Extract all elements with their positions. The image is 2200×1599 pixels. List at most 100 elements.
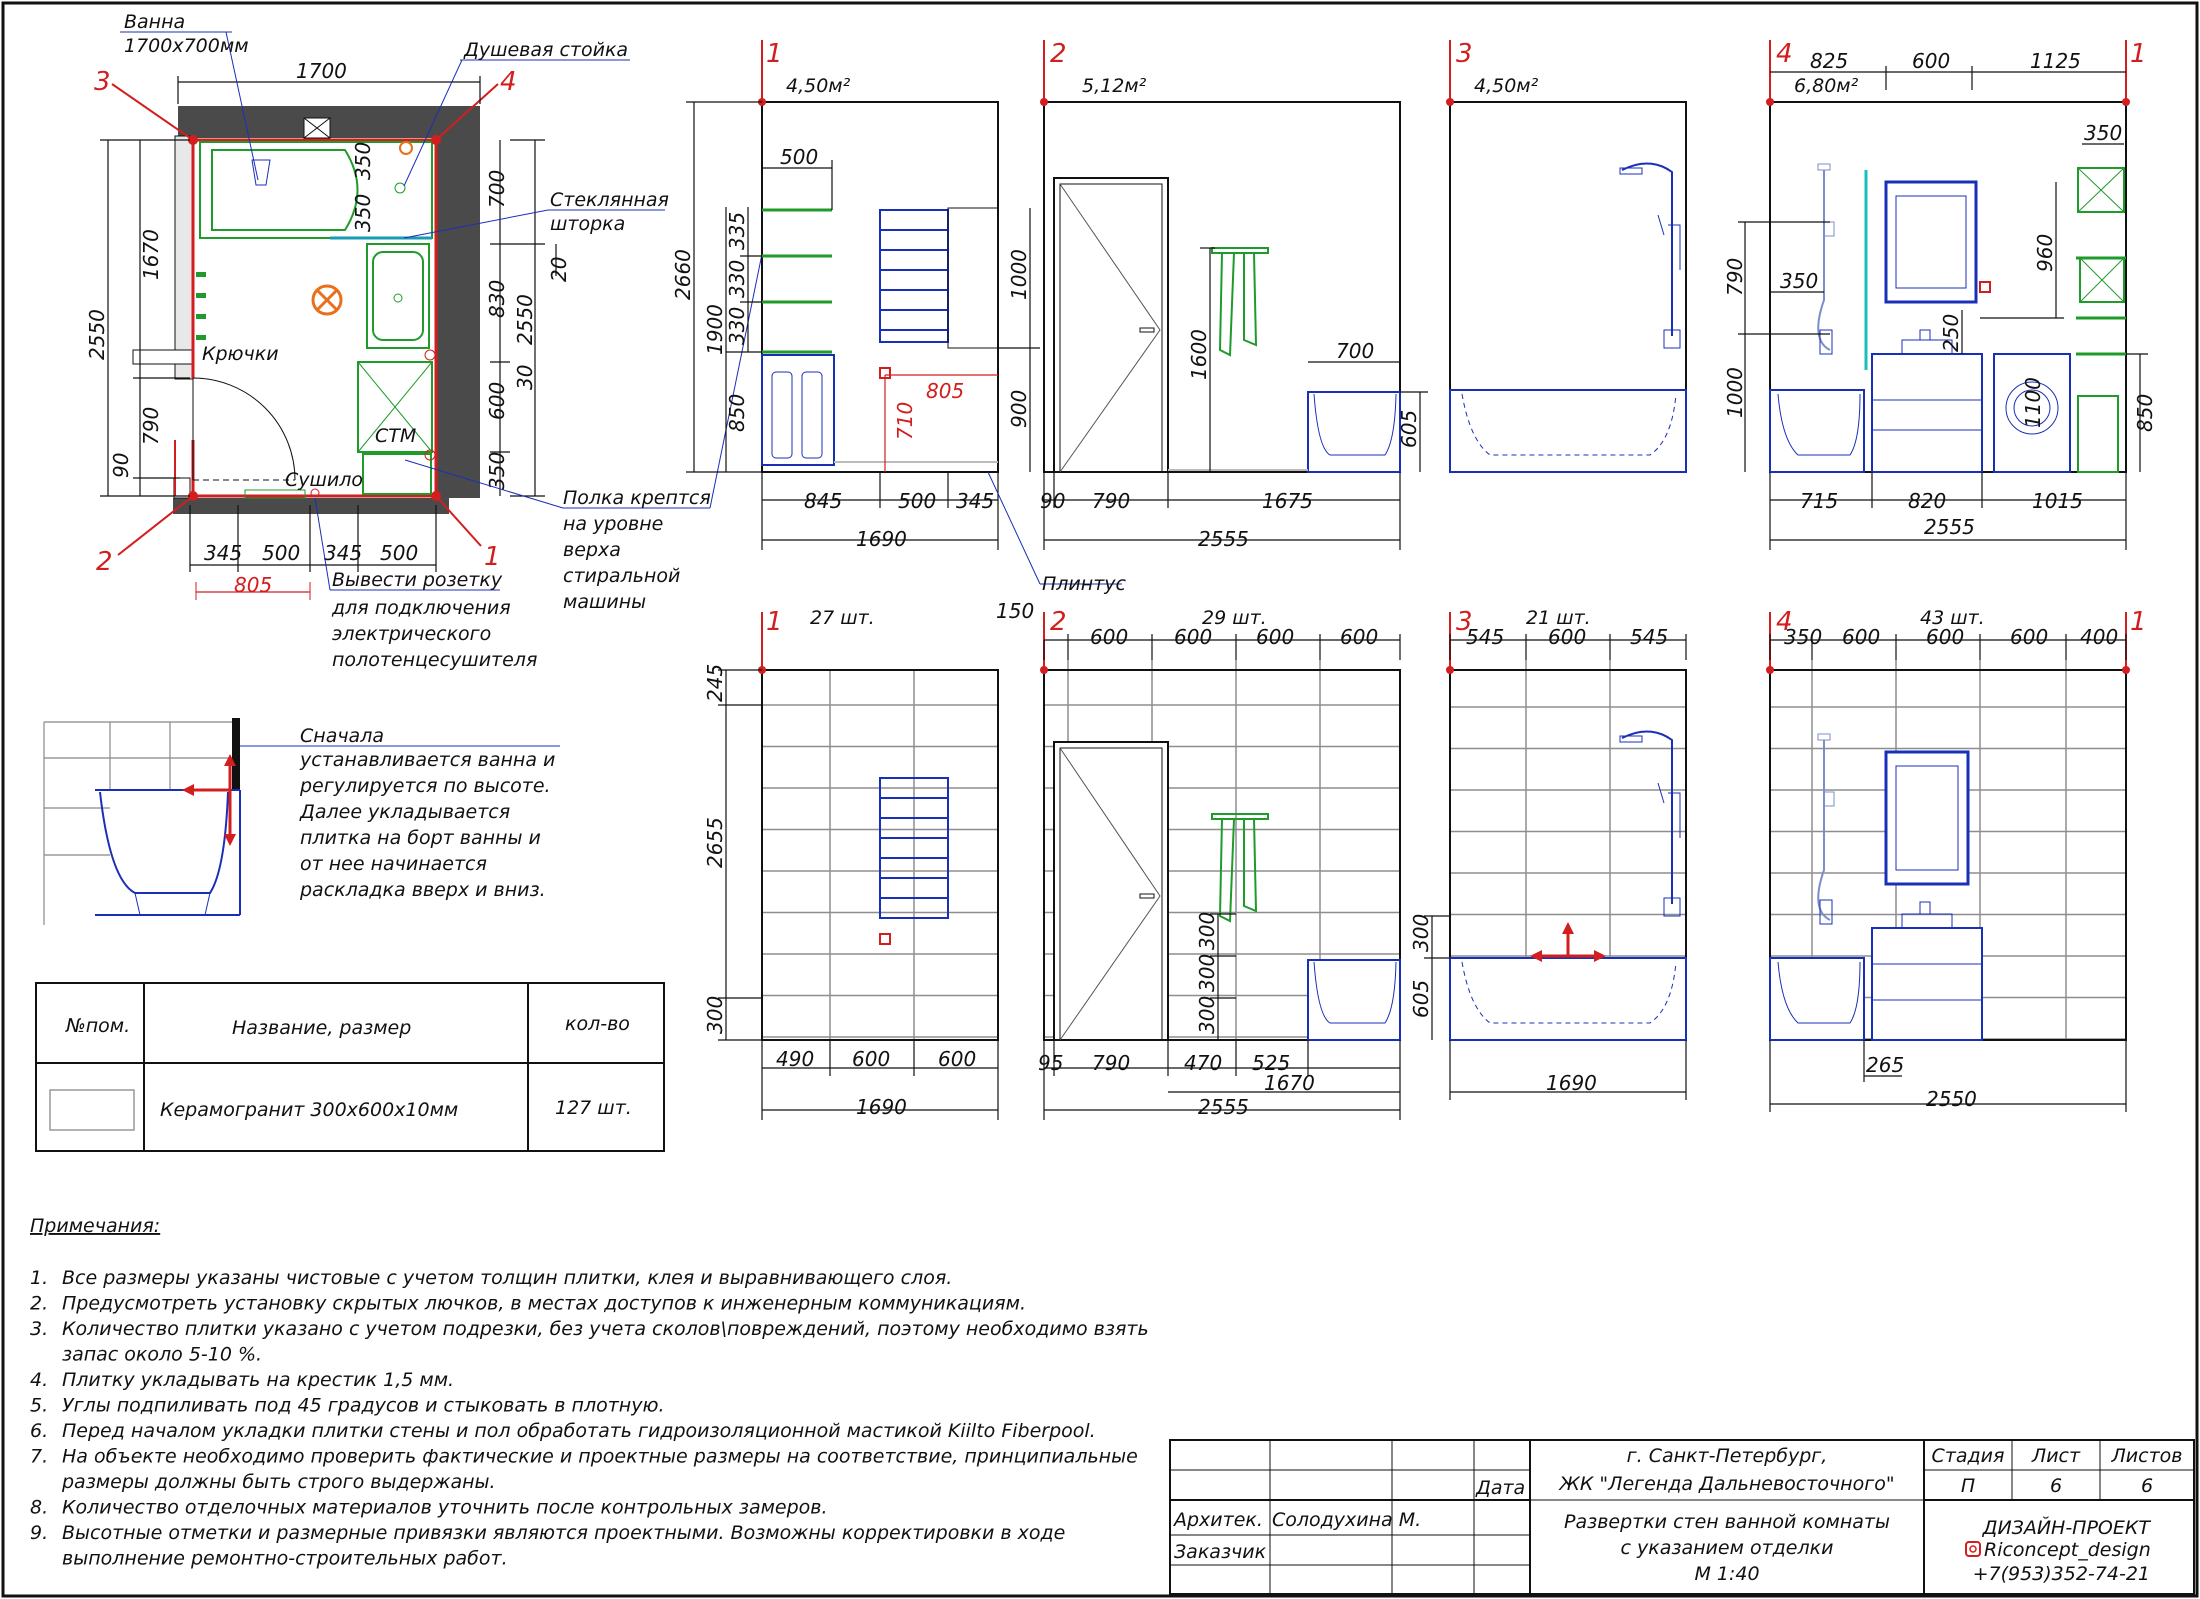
el4-dim-250: 250 xyxy=(1939,314,1963,352)
spec-header-name: Название, размер xyxy=(232,1017,411,1039)
elb3-dim-605: 605 xyxy=(1409,980,1433,1018)
plan-glass-label-1: Стеклянная xyxy=(550,189,669,211)
plan-dim-top: 1700 xyxy=(296,59,347,83)
plan-dim-30: 30 xyxy=(513,365,537,390)
plan-dim-350b: 350 xyxy=(351,194,375,232)
tile-swatch-icon xyxy=(49,1089,135,1131)
elb3-count: 21 шт. xyxy=(1526,607,1591,629)
plan-bath-label: Ванна xyxy=(124,11,185,33)
el2-dim-605: 605 xyxy=(1397,410,1421,448)
notes: Примечания: 1.Все размеры указаны чистов… xyxy=(30,1215,1149,1570)
elevation-top-2: 2 5,12м² 1600 700 605 90 790 1675 2555 П… xyxy=(987,39,1428,595)
el1-dim-330a: 330 xyxy=(725,260,749,298)
elb2-dim-300b: 300 xyxy=(1195,954,1219,992)
note-text: выполнение ремонтно-строительных работ. xyxy=(62,1548,508,1570)
elevation-bottom-2: 2 29 шт. 150 600 600 600 600 300 300 300… xyxy=(996,599,1401,1120)
plan-shelf-note-2: верха xyxy=(563,539,621,561)
plan-shelf-note-1: на уровне xyxy=(563,513,663,535)
tb-client-label: Заказчик xyxy=(1174,1541,1267,1563)
spec-header-qty: кол-во xyxy=(565,1013,630,1035)
elb4-dim-total: 2550 xyxy=(1926,1087,1977,1111)
note-number: 8. xyxy=(30,1497,48,1519)
bath-detail: Сначала устанавливается ванна и регулиру… xyxy=(43,718,560,925)
tb-architect-label: Архитек. xyxy=(1172,1509,1263,1531)
elb3-dim-545b: 545 xyxy=(1630,625,1668,649)
elb4-num: 4 xyxy=(1776,607,1793,637)
elevation-bottom-4: 4 1 43 шт. 350 600 600 600 400 265 2550 xyxy=(1766,607,2147,1112)
plan-dim-830: 830 xyxy=(485,280,509,318)
note-text: Перед началом укладки плитки стены и пол… xyxy=(62,1420,1096,1442)
el4-dim-820: 820 xyxy=(1908,489,1946,513)
spec-table: №пом. Название, размер кол-во Керамогран… xyxy=(35,982,665,1152)
plan-corner-3: 3 xyxy=(94,67,111,97)
bath-detail-title: Сначала xyxy=(300,725,384,747)
elb1-dim-300: 300 xyxy=(703,996,727,1034)
spec-row-name: Керамогранит 300х600х10мм xyxy=(160,1099,458,1121)
elevation-top-1: 1 4,50м² 2660 1900 850 335 330 330 500 1… xyxy=(671,39,1040,551)
note-number: 3. xyxy=(30,1318,48,1340)
note-number: 7. xyxy=(30,1446,48,1468)
el3-num: 3 xyxy=(1456,39,1473,69)
el4-dim-850: 850 xyxy=(2133,394,2157,432)
bath-detail-line-0: устанавливается ванна и xyxy=(299,749,555,771)
el1-dim-total: 1690 xyxy=(856,527,907,551)
plan-bath-size: 1700х700мм xyxy=(124,35,249,57)
tb-company: ДИЗАЙН-ПРОЕКТ xyxy=(1982,1516,2152,1539)
el1-dim-850: 850 xyxy=(725,394,749,432)
plan-shower-label: Душевая стойка xyxy=(463,39,628,61)
elb1-dim-490: 490 xyxy=(776,1047,814,1071)
note-text: Предусмотреть установку скрытых лючков, … xyxy=(62,1293,1026,1315)
elb1-count: 27 шт. xyxy=(810,607,875,629)
el2-num: 2 xyxy=(1050,39,1067,69)
el4-dim-350: 350 xyxy=(1780,269,1818,293)
plan-corner-2: 2 xyxy=(96,547,113,577)
note-text: Все размеры указаны чистовые с учетом то… xyxy=(62,1267,952,1289)
plan-dim-b345a: 345 xyxy=(204,541,242,565)
tb-stage: П xyxy=(1961,1475,1975,1497)
plan-shelf-note-4: машины xyxy=(563,591,646,613)
el4-num-end: 1 xyxy=(2130,39,2147,69)
plan-dim-350a: 350 xyxy=(351,142,375,180)
tb-desc-1: Развертки стен ванной комнаты xyxy=(1564,1511,1890,1533)
title-block-text: Дата Архитек. Солодухина М. Заказчик г. … xyxy=(1172,1445,2182,1585)
el4-dim-600: 600 xyxy=(1912,49,1950,73)
plan-corner-1: 1 xyxy=(484,542,501,572)
el2-dim-1600: 1600 xyxy=(1187,329,1211,380)
el1-dim-900: 900 xyxy=(1007,390,1031,428)
tb-address-2: ЖК "Легенда Дальневосточного" xyxy=(1558,1473,1894,1495)
plan-dim-b500a: 500 xyxy=(262,541,300,565)
note-text: Углы подпиливать под 45 градусов и стыко… xyxy=(62,1395,665,1417)
elb2-dim-300a: 300 xyxy=(1195,912,1219,950)
plan-dim-600: 600 xyxy=(485,382,509,420)
plan-dim-700: 700 xyxy=(485,170,509,208)
el1-area: 4,50м² xyxy=(786,75,851,97)
elb2-dim-300c: 300 xyxy=(1195,996,1219,1034)
plan-dim-790: 790 xyxy=(139,407,163,445)
el1-dim-805: 805 xyxy=(926,379,964,403)
elb4-count: 43 шт. xyxy=(1920,607,1985,629)
plan-dim-20: 20 xyxy=(547,257,571,282)
plan-socket-note-2: электрического xyxy=(332,623,491,645)
el4-dim-715: 715 xyxy=(1800,489,1838,513)
elb1-num: 1 xyxy=(766,607,783,637)
bath-detail-line-2: Далее укладывается xyxy=(299,801,510,823)
note-text: Плитку укладывать на крестик 1,5 мм. xyxy=(62,1369,454,1391)
elb1-dim-600a: 600 xyxy=(852,1047,890,1071)
elb1-dim-total: 1690 xyxy=(856,1095,907,1119)
plan-glass-label-2: шторка xyxy=(550,213,625,235)
el1-num: 1 xyxy=(766,39,783,69)
plan-plinth-label: Плинтус xyxy=(1042,573,1127,595)
spec-row-qty: 127 шт. xyxy=(555,1097,632,1119)
note-text: Количество отделочных материалов уточнит… xyxy=(62,1497,828,1519)
tb-phone: +7(953)352-74-21 xyxy=(1973,1563,2150,1585)
notes-title: Примечания: xyxy=(30,1215,160,1237)
elb2-dim-525: 525 xyxy=(1252,1051,1290,1075)
tb-address-1: г. Санкт-Петербург, xyxy=(1627,1445,1828,1467)
tb-sheets: 6 xyxy=(2141,1475,2153,1497)
elb2-dim-150: 150 xyxy=(996,599,1034,623)
elb4-dim-265: 265 xyxy=(1866,1053,1904,1077)
plan-dim-b500b: 500 xyxy=(380,541,418,565)
el4-dim-825: 825 xyxy=(1810,49,1848,73)
